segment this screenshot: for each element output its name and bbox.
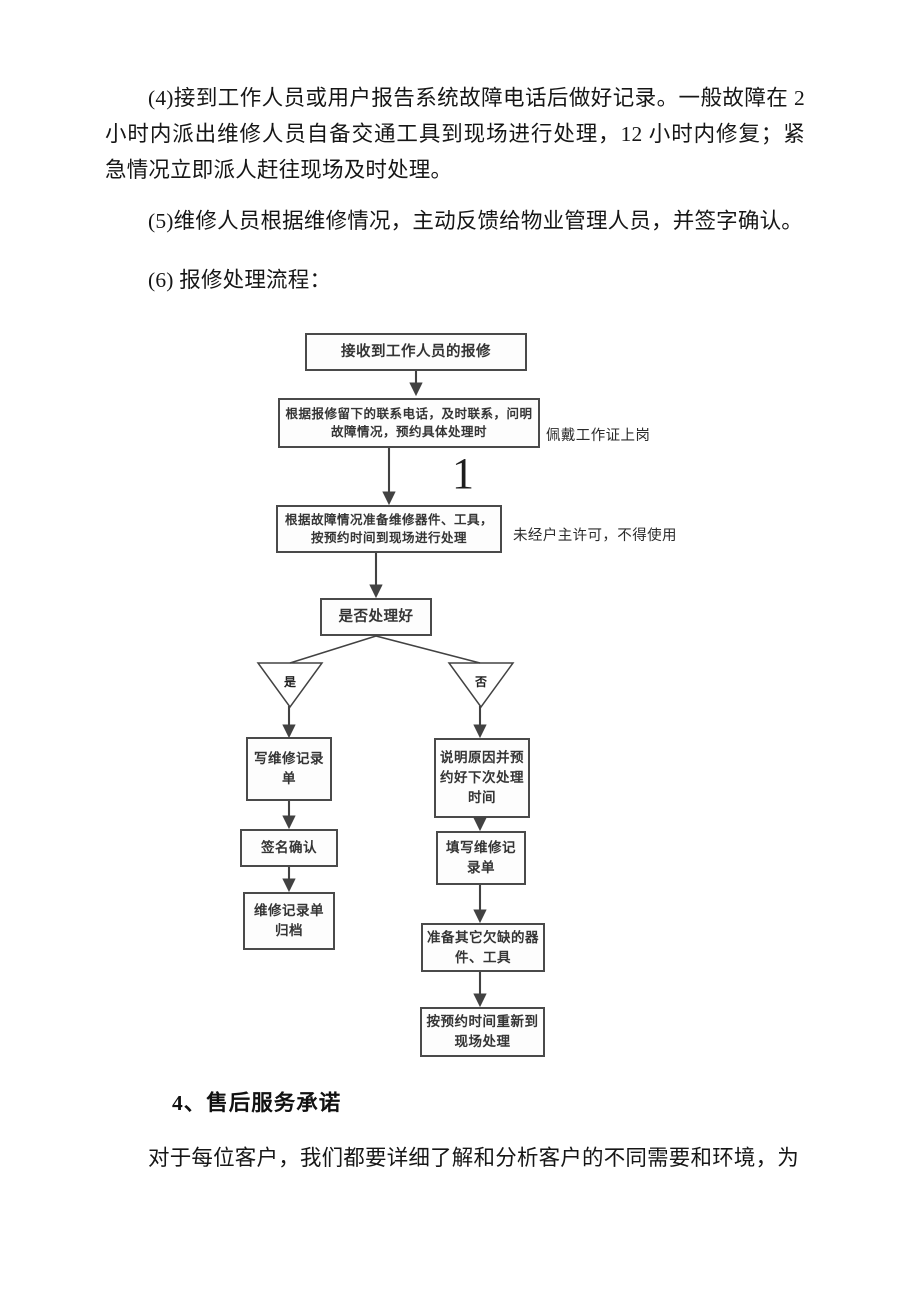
flow-node-contact: 根据报修留下的联系电话，及时联系，问明故障情况，预约具体处理时 [278,398,540,448]
paragraph-5: (5)维修人员根据维修情况，主动反馈给物业管理人员，并签字确认。 [148,209,803,233]
flow-node-archive-record-label: 维修记录单归档 [254,903,324,939]
flow-node-revisit-label: 按预约时间重新到现场处理 [426,1014,539,1050]
annotation-badge-note: 佩戴工作证上岗 [546,428,651,444]
paragraph-6: (6) 报修处理流程： [148,268,332,292]
flow-node-fill-record: 填写维修记录单 [436,831,526,885]
flow-node-receive: 接收到工作人员的报修 [305,333,527,371]
flow-node-explain-reason: 说明原因并预约好下次处理时间 [434,738,530,818]
flow-node-archive-record: 维修记录单归档 [243,892,335,950]
paragraph-4: (4)接到工作人员或用户报告系统故障电话后做好记录。一般故障在 2 小时内派出维… [105,86,805,182]
flow-node-sign-confirm: 签名确认 [240,829,338,867]
flow-node-prepare-label: 根据故障情况准备维修器件、工具，按预约时间到现场进行处理 [284,512,493,545]
flow-node-sign-confirm-label: 签名确认 [261,840,317,856]
flow-node-prepare: 根据故障情况准备维修器件、工具，按预约时间到现场进行处理 [276,505,502,553]
flow-node-contact-label: 根据报修留下的联系电话，及时联系，问明故障情况，预约具体处理时 [285,406,533,439]
section-heading: 4、售后服务承诺 [172,1091,342,1115]
flow-branch-no-label: 否 [475,675,488,689]
flow-node-decision: 是否处理好 [320,598,432,636]
flow-node-revisit: 按预约时间重新到现场处理 [420,1007,545,1057]
page-number: 1 [452,449,474,498]
flow-node-prepare-missing-label: 准备其它欠缺的器件、工具 [427,929,539,966]
flow-node-fill-record-label: 填写维修记录单 [446,840,516,876]
flow-node-write-record: 写维修记录单 [246,737,332,801]
flow-node-prepare-missing: 准备其它欠缺的器件、工具 [421,923,545,972]
closing-paragraph: 对于每位客户，我们都要详细了解和分析客户的不同需要和环境，为 [148,1146,800,1170]
flow-node-receive-label: 接收到工作人员的报修 [341,344,491,360]
annotation-permission-note: 未经户主许可，不得使用 [513,528,677,544]
flow-node-decision-label: 是否处理好 [338,609,414,625]
flow-node-write-record-label: 写维修记录单 [254,751,324,787]
flow-branch-yes-label: 是 [284,675,297,689]
flow-node-explain-reason-label: 说明原因并预约好下次处理时间 [440,750,524,806]
